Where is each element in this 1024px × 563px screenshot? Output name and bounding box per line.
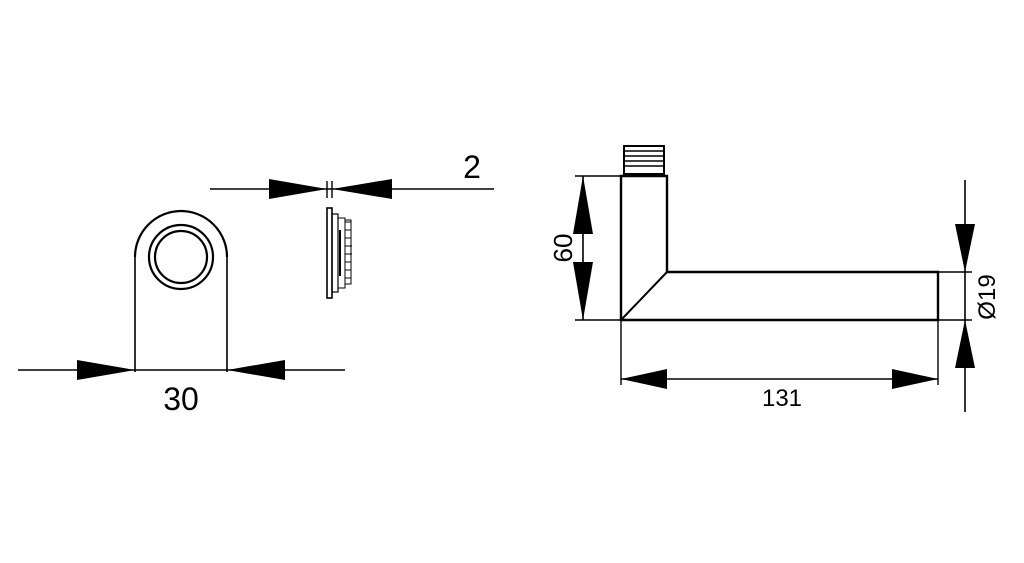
dimension-grip-diameter: Ø19 [938, 180, 1001, 412]
dimension-lever-height: 60 [548, 175, 621, 321]
dimension-label-2: 2 [463, 149, 481, 185]
arrow-left [621, 369, 667, 389]
dimension-lever-length: 131 [620, 320, 939, 412]
arrow-left [332, 179, 392, 199]
arrow-down [955, 224, 975, 272]
rosette-front-view [133, 209, 229, 372]
lever-miter-line [620, 271, 668, 321]
dimension-label-30: 30 [163, 381, 199, 417]
arrow-up [573, 176, 593, 234]
dimension-label-131: 131 [762, 385, 802, 412]
arrow-right [269, 179, 327, 199]
dimension-rosette-diameter: 30 [18, 360, 345, 417]
arrow-right [77, 360, 135, 380]
rosette-detail [344, 219, 352, 285]
rosette-lower-arc [148, 256, 214, 290]
arrow-right [892, 369, 938, 389]
rosette-body [331, 213, 339, 293]
lever-handle [619, 145, 940, 322]
dimension-rosette-thickness: 2 [210, 149, 494, 199]
arrow-up [955, 320, 975, 368]
lever-outline [619, 174, 940, 322]
arrow-down [573, 262, 593, 320]
dimension-label-60: 60 [548, 234, 578, 263]
rosette-inner-ring [153, 229, 209, 285]
rosette-plate [326, 207, 333, 299]
rosette-outer-arc [133, 209, 229, 258]
rosette-side-view [326, 207, 352, 299]
dimension-label-d19: Ø19 [974, 274, 1001, 319]
spindle-cap [623, 145, 665, 175]
arrow-left [227, 360, 285, 380]
